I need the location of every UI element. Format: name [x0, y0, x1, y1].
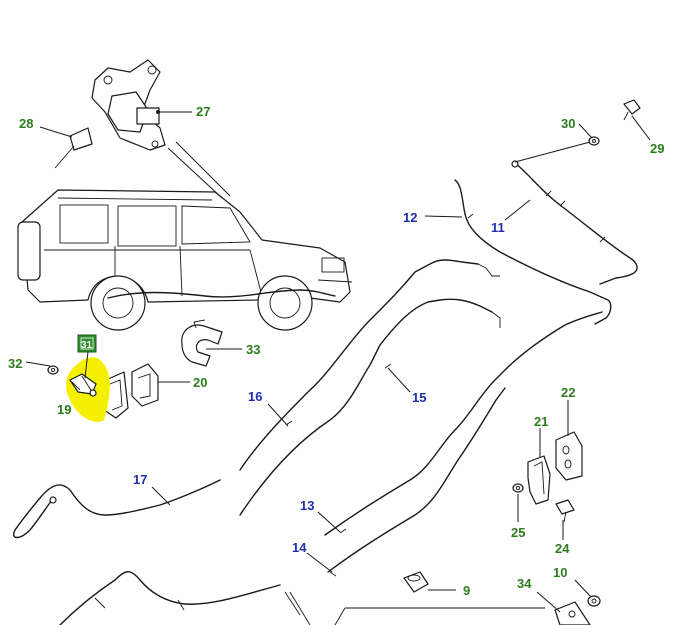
fuel-pipe-part-13 [324, 311, 603, 536]
push-rivet-part-28 [54, 127, 93, 169]
callout-31-selected[interactable]: 31 [81, 340, 93, 351]
callout-17[interactable]: 17 [133, 472, 147, 487]
leader-14 [306, 552, 333, 573]
bolt-part-24 [555, 499, 575, 523]
fuel-pipe-part-12 [454, 179, 612, 325]
callout-20[interactable]: 20 [193, 375, 207, 390]
callout-12[interactable]: 12 [403, 210, 417, 225]
callout-33[interactable]: 33 [246, 342, 260, 357]
callout-25[interactable]: 25 [511, 525, 525, 540]
leader-vehicle-b [175, 141, 231, 197]
bracket-part-34 [554, 601, 591, 625]
callout-21[interactable]: 21 [534, 414, 548, 429]
fastener-part-9 [403, 571, 429, 593]
leader-16 [267, 403, 289, 427]
callout-14[interactable]: 14 [292, 540, 307, 555]
leader-10 [574, 579, 592, 598]
grommet-part-32 [47, 365, 59, 375]
selected-part-box[interactable] [77, 334, 97, 353]
leader-30 [578, 123, 593, 139]
callout-24[interactable]: 24 [555, 541, 570, 556]
leader-32 [25, 361, 51, 367]
leader-11-top [514, 141, 591, 163]
bracket-part-21 [527, 455, 551, 505]
callout-30[interactable]: 30 [561, 116, 575, 131]
leader-vehicle-a [167, 147, 223, 199]
callout-22[interactable]: 22 [561, 385, 575, 400]
leader-17 [151, 486, 171, 506]
callout-32[interactable]: 32 [8, 356, 22, 371]
callout-34[interactable]: 34 [517, 576, 532, 591]
callout-29[interactable]: 29 [650, 141, 664, 156]
vehicle-illustration [17, 189, 353, 331]
callout-19[interactable]: 19 [57, 402, 71, 417]
callout-13[interactable]: 13 [300, 498, 314, 513]
leader-13 [317, 511, 341, 533]
callout-9[interactable]: 9 [463, 583, 470, 598]
bracket-part-19 [103, 371, 129, 419]
callout-11[interactable]: 11 [491, 220, 505, 235]
leader-11 [504, 199, 531, 221]
fuel-pipe-part-16 [239, 259, 500, 471]
fuel-pipe-part-11 [511, 160, 638, 285]
leader-12 [424, 215, 463, 218]
callout-10[interactable]: 10 [553, 565, 567, 580]
nut-part-30 [588, 136, 600, 146]
callout-16[interactable]: 16 [248, 389, 262, 404]
leader-34 [536, 591, 561, 613]
mount-bracket-part-27 [91, 59, 166, 151]
lower-pipe-fragment [59, 571, 545, 625]
bolt-part-29 [623, 99, 641, 121]
clamp-part-33 [181, 319, 223, 367]
leader-28 [39, 126, 73, 138]
nut-part-25 [512, 483, 524, 493]
clip-part-20 [131, 363, 159, 407]
vent-pipe-part-17 [13, 479, 221, 539]
callout-27[interactable]: 27 [196, 104, 210, 119]
bolt-part-10 [587, 595, 601, 607]
leader-29 [631, 115, 651, 141]
grommet-block-part-22 [555, 431, 583, 481]
callout-15[interactable]: 15 [412, 390, 426, 405]
callout-28[interactable]: 28 [19, 116, 33, 131]
leader-15 [387, 367, 411, 393]
valve-part-31-highlighted[interactable] [65, 357, 110, 422]
fuel-pipe-part-15 [239, 298, 501, 516]
fuel-pipe-part-14 [327, 387, 506, 577]
leader-31 [84, 351, 89, 379]
